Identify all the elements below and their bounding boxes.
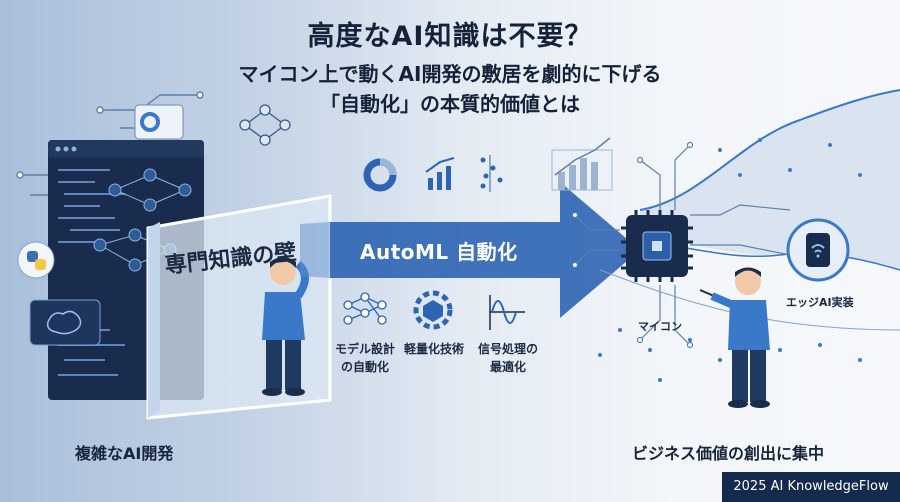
- chip-circuit-lines: [571, 141, 791, 349]
- signal-wave-icon: [489, 295, 525, 330]
- copyright-badge: 2025 AI KnowledgeFlow: [722, 472, 900, 502]
- microcontroller-label: マイコン: [638, 320, 682, 333]
- cube-gear-icon: [413, 290, 453, 330]
- worried-person-figure: [262, 257, 309, 396]
- edge-ai-label: エッジAI実装: [786, 296, 854, 309]
- glass-wall-edge: [148, 222, 160, 418]
- feature-model-design-line1: モデル設計: [334, 342, 395, 356]
- feature-lightweight-line1: 軽量化技術: [403, 342, 464, 356]
- arrow-tail: [300, 222, 330, 278]
- network-node-icon: [239, 104, 291, 146]
- automl-arrow: [330, 182, 640, 318]
- feature-lightweight: 軽量化技術: [388, 340, 480, 358]
- feature-signal-processing-line2: 最適化: [489, 360, 526, 374]
- bar-chart-icon: [551, 137, 613, 191]
- microcontroller-chip-icon: [621, 210, 693, 282]
- main-title: 高度なAI知識は不要？: [307, 21, 593, 52]
- donut-mini-icon: [140, 112, 160, 132]
- python-logo-icon: [17, 241, 55, 279]
- feature-signal-processing: 信号処理の 最適化: [462, 340, 554, 376]
- presenter-person-figure: [699, 267, 770, 408]
- data-dots: [598, 138, 862, 382]
- edge-device-phone-icon: [786, 218, 850, 282]
- complex-ai-dev-label: 複雑なAI開発: [75, 444, 174, 463]
- neural-network-icon: [343, 292, 387, 325]
- automl-banner-label: AutoML 自動化: [360, 240, 518, 264]
- subtitle-line-2: 「自動化」の本質的価値とは: [320, 92, 580, 116]
- subtitle-line-1: マイコン上で動くAI開発の敷居を劇的に下げる: [238, 62, 662, 86]
- brain-screen-icon: [29, 299, 101, 346]
- feature-model-design: モデル設計 の自動化: [319, 340, 411, 376]
- business-value-label: ビジネス価値の創出に集中: [632, 444, 825, 463]
- bar-trend-icon: [425, 157, 455, 190]
- feature-model-design-line2: の自動化: [340, 360, 389, 374]
- donut-chart-icon: [363, 158, 397, 192]
- feature-signal-processing-line1: 信号処理の: [477, 342, 538, 356]
- scatter-dots-icon: [480, 155, 503, 192]
